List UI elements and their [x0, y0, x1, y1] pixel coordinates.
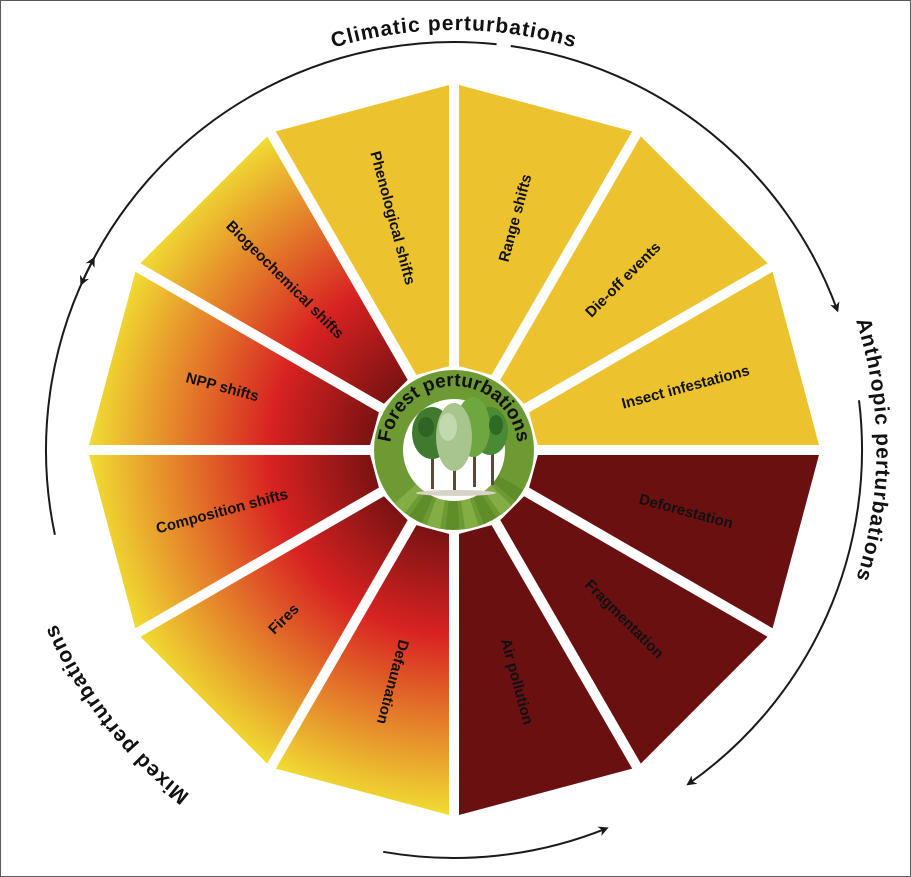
hub-wedge	[445, 500, 460, 530]
hub-wedge	[461, 498, 479, 530]
outer-arrows	[45, 41, 864, 859]
segment-phenological-shifts	[275, 85, 449, 375]
segment-deforestation	[529, 455, 819, 629]
arrow-anthropic	[686, 400, 864, 786]
segment-fires	[140, 496, 408, 764]
hub-wedge	[493, 475, 524, 502]
segment-defaunation	[275, 525, 449, 815]
center-hub: Forest perturbations	[374, 370, 534, 530]
arrow-climatic-left	[79, 41, 497, 286]
segment-die-off-events	[500, 136, 768, 404]
group-label-anthropic: Anthropic perturbations	[851, 315, 894, 585]
segment-range-shifts	[459, 85, 633, 375]
hub-wedge	[394, 484, 423, 513]
trees-icon	[412, 397, 508, 496]
hub-wedge	[409, 492, 434, 524]
segment-npp-shifts	[89, 271, 379, 445]
segment-composition-shifts	[89, 455, 379, 629]
hub-wedge	[426, 497, 446, 529]
group-label-anthropic-text: Anthropic perturbations	[851, 315, 893, 585]
arrow-mixed-left	[45, 256, 95, 536]
arrow-mixed-bottom	[383, 826, 609, 859]
segment-insect-infestations	[529, 271, 819, 445]
group-label-climatic: Climatic perturbations	[328, 12, 579, 53]
segment-biogeochemical-shifts	[140, 136, 408, 404]
segment-fragmentation	[500, 496, 768, 764]
segment-group	[89, 85, 819, 815]
arrow-climatic-right	[510, 45, 840, 313]
hub-wedge	[473, 493, 497, 525]
group-label-climatic-text: Climatic perturbations	[328, 12, 578, 53]
segment-air-pollution	[459, 525, 633, 815]
